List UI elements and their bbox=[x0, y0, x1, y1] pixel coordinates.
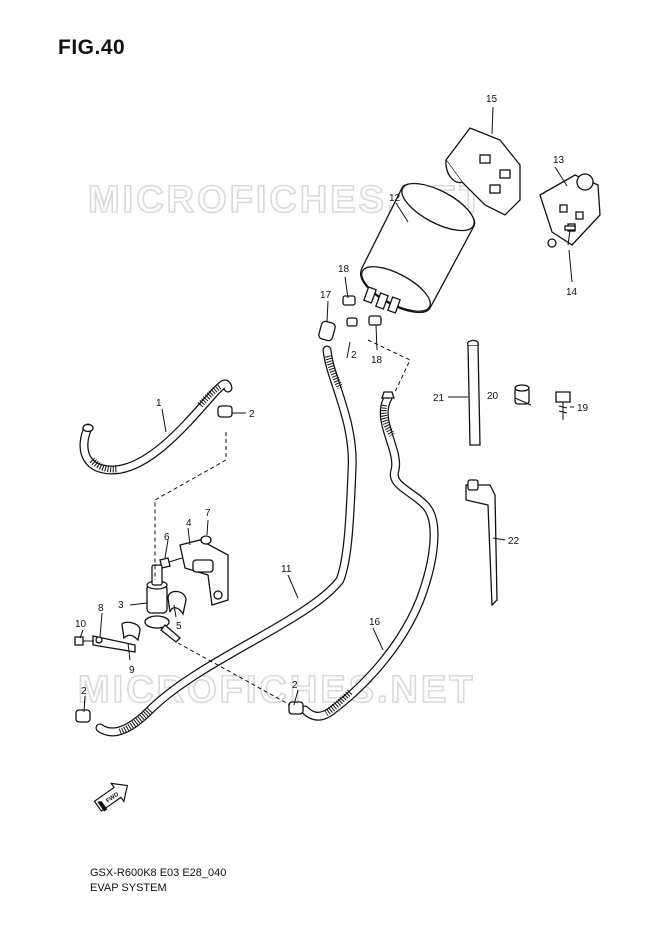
callout-2: 2 bbox=[249, 409, 255, 420]
fwd-arrow-icon: FWD bbox=[93, 782, 129, 812]
callout-20: 20 bbox=[487, 391, 499, 402]
bracket-4 bbox=[179, 539, 229, 606]
callout-6: 6 bbox=[164, 532, 170, 543]
clamp-2-left bbox=[75, 709, 91, 723]
callout-2: 2 bbox=[351, 350, 357, 361]
bracket-8 bbox=[92, 635, 136, 653]
leader-lines bbox=[79, 106, 574, 713]
clamp-9 bbox=[121, 621, 141, 642]
clamp-5 bbox=[167, 590, 187, 616]
watermark-bottom: MICROFICHES.NET bbox=[78, 669, 476, 711]
callout-2: 2 bbox=[81, 686, 87, 697]
callout-17: 17 bbox=[320, 290, 332, 301]
callout-3: 3 bbox=[118, 600, 124, 611]
callouts: 1 2 2 2 2 3 4 5 6 7 8 9 10 11 12 13 14 1… bbox=[75, 94, 589, 697]
screw-6 bbox=[159, 557, 183, 569]
clamp-2-center bbox=[288, 701, 304, 715]
callout-1: 1 bbox=[156, 398, 162, 409]
callout-2: 2 bbox=[292, 680, 298, 691]
strap-22 bbox=[465, 479, 498, 607]
callout-12: 12 bbox=[389, 193, 401, 204]
callout-22: 22 bbox=[508, 536, 520, 547]
callout-7: 7 bbox=[205, 508, 211, 519]
callout-9: 9 bbox=[129, 665, 135, 676]
callout-21: 21 bbox=[433, 393, 445, 404]
clamp-2-upper bbox=[217, 405, 233, 418]
callout-8: 8 bbox=[98, 603, 104, 614]
callout-13: 13 bbox=[553, 155, 565, 166]
callout-15: 15 bbox=[486, 94, 498, 105]
callout-18: 18 bbox=[371, 355, 383, 366]
bolt-14 bbox=[564, 225, 576, 246]
washer-7 bbox=[200, 535, 212, 545]
canister-12 bbox=[359, 182, 475, 314]
bolt-19 bbox=[555, 391, 571, 420]
callout-16: 16 bbox=[369, 617, 381, 628]
strap-21 bbox=[467, 339, 481, 446]
figure-title: FIG.40 bbox=[58, 36, 126, 59]
callout-19: 19 bbox=[577, 403, 589, 414]
callout-14: 14 bbox=[566, 287, 578, 298]
callout-4: 4 bbox=[186, 518, 192, 529]
callout-5: 5 bbox=[176, 621, 182, 632]
hose-11 bbox=[95, 345, 357, 737]
bracket-13 bbox=[539, 173, 601, 248]
callout-18: 18 bbox=[338, 264, 350, 275]
hose-16 bbox=[300, 391, 439, 721]
callout-11: 11 bbox=[281, 564, 292, 575]
screw-10 bbox=[74, 636, 94, 646]
bracket-15 bbox=[445, 127, 521, 216]
callout-10: 10 bbox=[75, 619, 87, 630]
hose-1 bbox=[79, 379, 233, 475]
footer-model-code: GSX-R600K8 E03 E28_040 bbox=[90, 867, 227, 879]
footer-system-name: EVAP SYSTEM bbox=[90, 882, 167, 894]
canister-clamps bbox=[318, 295, 382, 342]
